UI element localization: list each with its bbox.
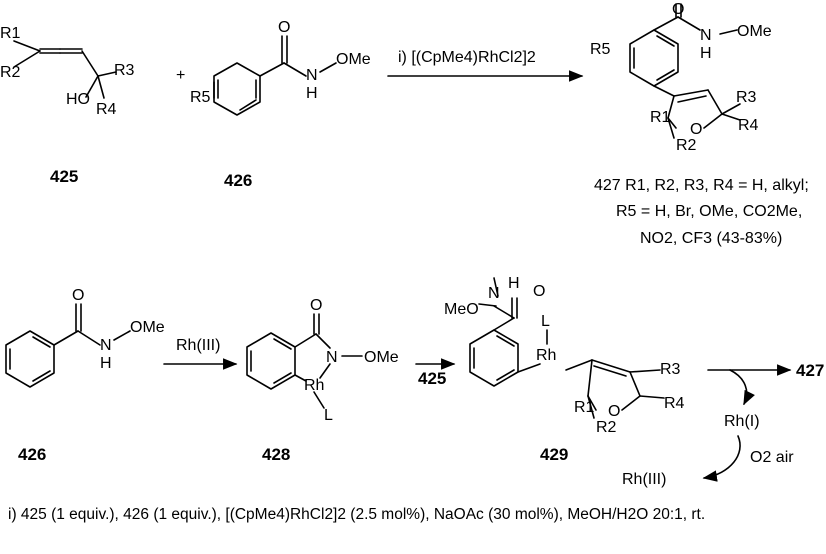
intermediate-r1-label: R1 <box>574 399 595 416</box>
compound-label-426-bottom: 426 <box>18 445 46 464</box>
bottom-hydrogen-label: H <box>100 355 112 372</box>
bottom-oxygen-label: O <box>72 287 84 304</box>
compound-425-structure <box>13 40 117 99</box>
rhodacycle-oxygen-label: O <box>310 297 322 314</box>
top-arrow-label: i) [(CpMe4)RhCl2]2 <box>398 49 536 66</box>
hydrogen-label: H <box>306 85 318 102</box>
product-ring-oxygen-label: O <box>690 121 702 138</box>
product-hydrogen-label: H <box>700 45 712 62</box>
mechanism-product-label: 427 <box>796 361 824 380</box>
r5-label: R5 <box>190 89 211 106</box>
r2-label: R2 <box>0 64 21 81</box>
intermediate-ring-oxygen-label: O <box>608 403 620 420</box>
compound-label-426-top: 426 <box>224 171 252 190</box>
compound-label-425: 425 <box>50 167 78 186</box>
intermediate-meo-label: MeO <box>444 301 479 318</box>
intermediate-ligand-label: L <box>541 313 550 330</box>
rhodacycle-ome-label: OMe <box>364 349 399 366</box>
bottom-ome-label: OMe <box>130 319 165 336</box>
plus-sign: + <box>176 67 185 84</box>
compound-427-structure <box>629 3 741 139</box>
oxidant-label: O2 air <box>750 449 794 466</box>
oxygen-label: O <box>278 19 290 36</box>
rh1-label: Rh(I) <box>724 413 760 430</box>
rhodium-label: Rh <box>304 377 324 394</box>
intermediate-r3-label: R3 <box>660 361 681 378</box>
bottom-nitrogen-label: N <box>100 337 112 354</box>
arrow-425-label: 425 <box>418 369 446 388</box>
rhodacycle-nitrogen-label: N <box>326 349 338 366</box>
cycle-arrow-reduction <box>729 369 755 406</box>
intermediate-r4-label: R4 <box>664 395 685 412</box>
product-ome-label: OMe <box>737 23 772 40</box>
intermediate-rhodium-label: Rh <box>536 347 556 364</box>
cycle-arrow-oxidation <box>702 435 741 482</box>
compound-426-structure-bottom <box>5 303 131 388</box>
product-description-line-2: R5 = H, Br, OMe, CO2Me, <box>616 203 802 220</box>
compound-label-428: 428 <box>262 445 290 464</box>
compound-label-429: 429 <box>540 445 568 464</box>
intermediate-carbonyl-oxygen: O <box>533 283 545 300</box>
nitrogen-label: N <box>306 67 318 84</box>
compound-429-structure <box>469 277 665 419</box>
rh3-regenerated-label: Rh(III) <box>622 471 666 488</box>
ome-label: OMe <box>336 51 371 68</box>
intermediate-r2-label: R2 <box>596 419 617 436</box>
product-r3-label: R3 <box>736 89 757 106</box>
product-description-line-3: NO2, CF3 (43-83%) <box>640 230 782 247</box>
ligand-label: L <box>324 407 333 424</box>
product-r5-label: R5 <box>590 41 611 58</box>
product-r2-label: R2 <box>676 137 697 154</box>
product-nitrogen-label: N <box>700 27 712 44</box>
r1-label: R1 <box>0 25 21 42</box>
product-oxygen-label: O <box>672 1 684 18</box>
compound-428-structure <box>246 313 363 409</box>
compound-426-structure <box>213 35 337 116</box>
product-r4-label: R4 <box>738 117 759 134</box>
reaction-conditions: i) 425 (1 equiv.), 426 (1 equiv.), [(CpM… <box>8 506 706 523</box>
ho-label: HO <box>66 91 90 108</box>
rh3-arrow-label: Rh(III) <box>176 337 220 354</box>
product-description-line-1: 427 R1, R2, R3, R4 = H, alkyl; <box>594 177 809 194</box>
intermediate-hydrogen-label: H <box>508 275 520 292</box>
intermediate-nitrogen-label: N <box>488 285 500 302</box>
r4-label: R4 <box>96 101 117 118</box>
r3-label: R3 <box>114 62 135 79</box>
product-r1-label: R1 <box>650 109 671 126</box>
